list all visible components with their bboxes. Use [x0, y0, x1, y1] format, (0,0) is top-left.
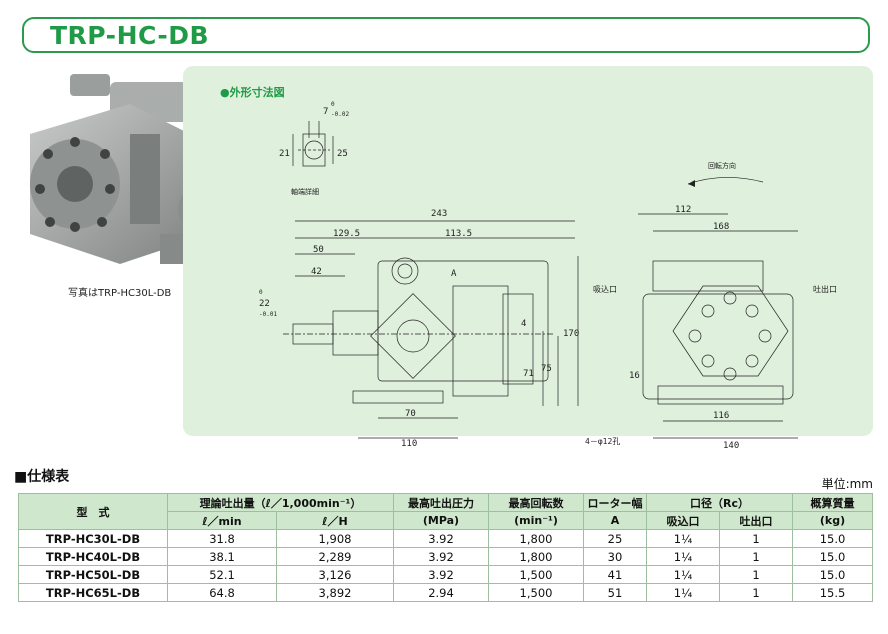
cell-lh: 1,908: [276, 529, 394, 548]
dim-71: 71: [523, 369, 534, 379]
cell-mpa: 3.92: [393, 547, 489, 566]
dim-21: 21: [279, 149, 290, 159]
cell-model: TRP-HC30L-DB: [18, 529, 168, 548]
cell-lh: 3,126: [276, 565, 394, 584]
dimension-drawing: 7 0 -0.02 21 25 軸端詳細 243 129.5 113.5 50 …: [259, 101, 837, 451]
figure-heading: ●外形寸法図: [220, 86, 285, 99]
cell-rpm: 1,800: [488, 547, 584, 566]
col-flow-min: ℓ／min: [167, 511, 277, 530]
cell-rpm: 1,500: [488, 565, 584, 584]
page-title: TRP-HC-DB: [50, 21, 210, 50]
dim-75: 75: [541, 364, 552, 374]
rotation-arrow: [687, 177, 764, 185]
spec-table: 型 式 理論吐出量（ℓ／1,000min⁻¹） 最高吐出圧力 最高回転数 ロータ…: [18, 493, 873, 602]
cell-kg: 15.0: [792, 547, 873, 566]
dim-25: 25: [337, 149, 348, 159]
cell-lmin: 38.1: [167, 547, 277, 566]
dim-70: 70: [405, 409, 416, 419]
side-view: 243 129.5 113.5 50 42 22 0 -0.01 A 4 71 …: [259, 209, 579, 449]
table-row: TRP-HC40L-DB 38.1 2,289 3.92 1,800 30 1¼…: [18, 547, 873, 566]
bolt-note: 4－φ12孔: [585, 437, 620, 446]
cell-lmin: 52.1: [167, 565, 277, 584]
dim-116: 116: [713, 411, 729, 421]
table-row: TRP-HC65L-DB 64.8 3,892 2.94 1,500 51 1¼…: [18, 583, 873, 602]
dim-22: 22: [259, 299, 270, 309]
cell-kg: 15.0: [792, 529, 873, 548]
cell-a: 25: [583, 529, 647, 548]
col-pressure-unit: (MPa): [393, 511, 489, 530]
dim-7: 7: [323, 107, 328, 117]
cell-discharge: 1: [719, 583, 793, 602]
diagram-panel: [183, 66, 873, 436]
cell-rpm: 1,500: [488, 583, 584, 602]
dim-7-tol-lower: -0.02: [331, 111, 349, 118]
shaft-detail-label: 軸端詳細: [291, 187, 319, 196]
dim-140: 140: [723, 441, 739, 451]
cell-suction: 1¼: [646, 529, 720, 548]
suction-label: 吸込口: [593, 285, 617, 294]
cell-discharge: 1: [719, 565, 793, 584]
dim-170: 170: [563, 329, 579, 339]
title-bar: TRP-HC-DB: [22, 17, 870, 53]
cell-discharge: 1: [719, 529, 793, 548]
dim-22-tol-lower: -0.01: [259, 311, 277, 318]
table-row: TRP-HC30L-DB 31.8 1,908 3.92 1,800 25 1¼…: [18, 529, 873, 548]
col-speed-unit: (min⁻¹): [488, 511, 584, 530]
col-port: 口径（Rc）: [646, 493, 793, 512]
cell-a: 30: [583, 547, 647, 566]
cell-suction: 1¼: [646, 547, 720, 566]
col-port-out: 吐出口: [719, 511, 793, 530]
cell-lh: 3,892: [276, 583, 394, 602]
col-weight-unit: (kg): [792, 511, 873, 530]
dim-4: 4: [521, 319, 526, 329]
unit-label: 単位:mm: [821, 477, 873, 491]
col-flow-h: ℓ／H: [276, 511, 394, 530]
spec-heading: ■仕様表: [14, 469, 70, 485]
dim-42: 42: [311, 267, 322, 277]
col-speed: 最高回転数: [488, 493, 584, 512]
col-rotor-unit: A: [583, 511, 647, 530]
col-flow: 理論吐出量（ℓ／1,000min⁻¹）: [167, 493, 394, 512]
cell-suction: 1¼: [646, 565, 720, 584]
table-row: TRP-HC50L-DB 52.1 3,126 3.92 1,500 41 1¼…: [18, 565, 873, 584]
cell-kg: 15.5: [792, 583, 873, 602]
col-port-in: 吸込口: [646, 511, 720, 530]
dim-112: 112: [675, 205, 691, 215]
cell-lh: 2,289: [276, 547, 394, 566]
dim-22-tol-upper: 0: [259, 289, 263, 296]
dim-A: A: [451, 269, 457, 279]
cell-mpa: 3.92: [393, 529, 489, 548]
cell-model: TRP-HC65L-DB: [18, 583, 168, 602]
cell-lmin: 31.8: [167, 529, 277, 548]
dim-7-tol-upper: 0: [331, 101, 335, 108]
cell-model: TRP-HC40L-DB: [18, 547, 168, 566]
col-pressure: 最高吐出圧力: [393, 493, 489, 512]
shaft-detail: 7 0 -0.02 21 25 軸端詳細: [279, 101, 349, 196]
front-view: 112 168 16 116 140 吸込口 吐出口 4－φ12孔: [585, 205, 837, 451]
dim-129-5: 129.5: [333, 229, 360, 239]
rotation-label: 回転方向: [708, 161, 736, 170]
cell-suction: 1¼: [646, 583, 720, 602]
dim-168: 168: [713, 222, 729, 232]
dim-16: 16: [629, 371, 640, 381]
cell-mpa: 2.94: [393, 583, 489, 602]
dim-113-5: 113.5: [445, 229, 472, 239]
cell-discharge: 1: [719, 547, 793, 566]
cell-a: 51: [583, 583, 647, 602]
dim-243: 243: [431, 209, 447, 219]
photo-caption: 写真はTRP-HC30L-DB: [68, 288, 172, 299]
col-weight: 概算質量: [792, 493, 873, 512]
cell-a: 41: [583, 565, 647, 584]
cell-mpa: 3.92: [393, 565, 489, 584]
col-rotor: ローター幅: [583, 493, 647, 512]
dim-110: 110: [401, 439, 417, 449]
dim-50: 50: [313, 245, 324, 255]
cell-kg: 15.0: [792, 565, 873, 584]
cell-model: TRP-HC50L-DB: [18, 565, 168, 584]
discharge-label: 吐出口: [813, 284, 837, 294]
col-model: 型 式: [18, 493, 168, 530]
cell-rpm: 1,800: [488, 529, 584, 548]
cell-lmin: 64.8: [167, 583, 277, 602]
